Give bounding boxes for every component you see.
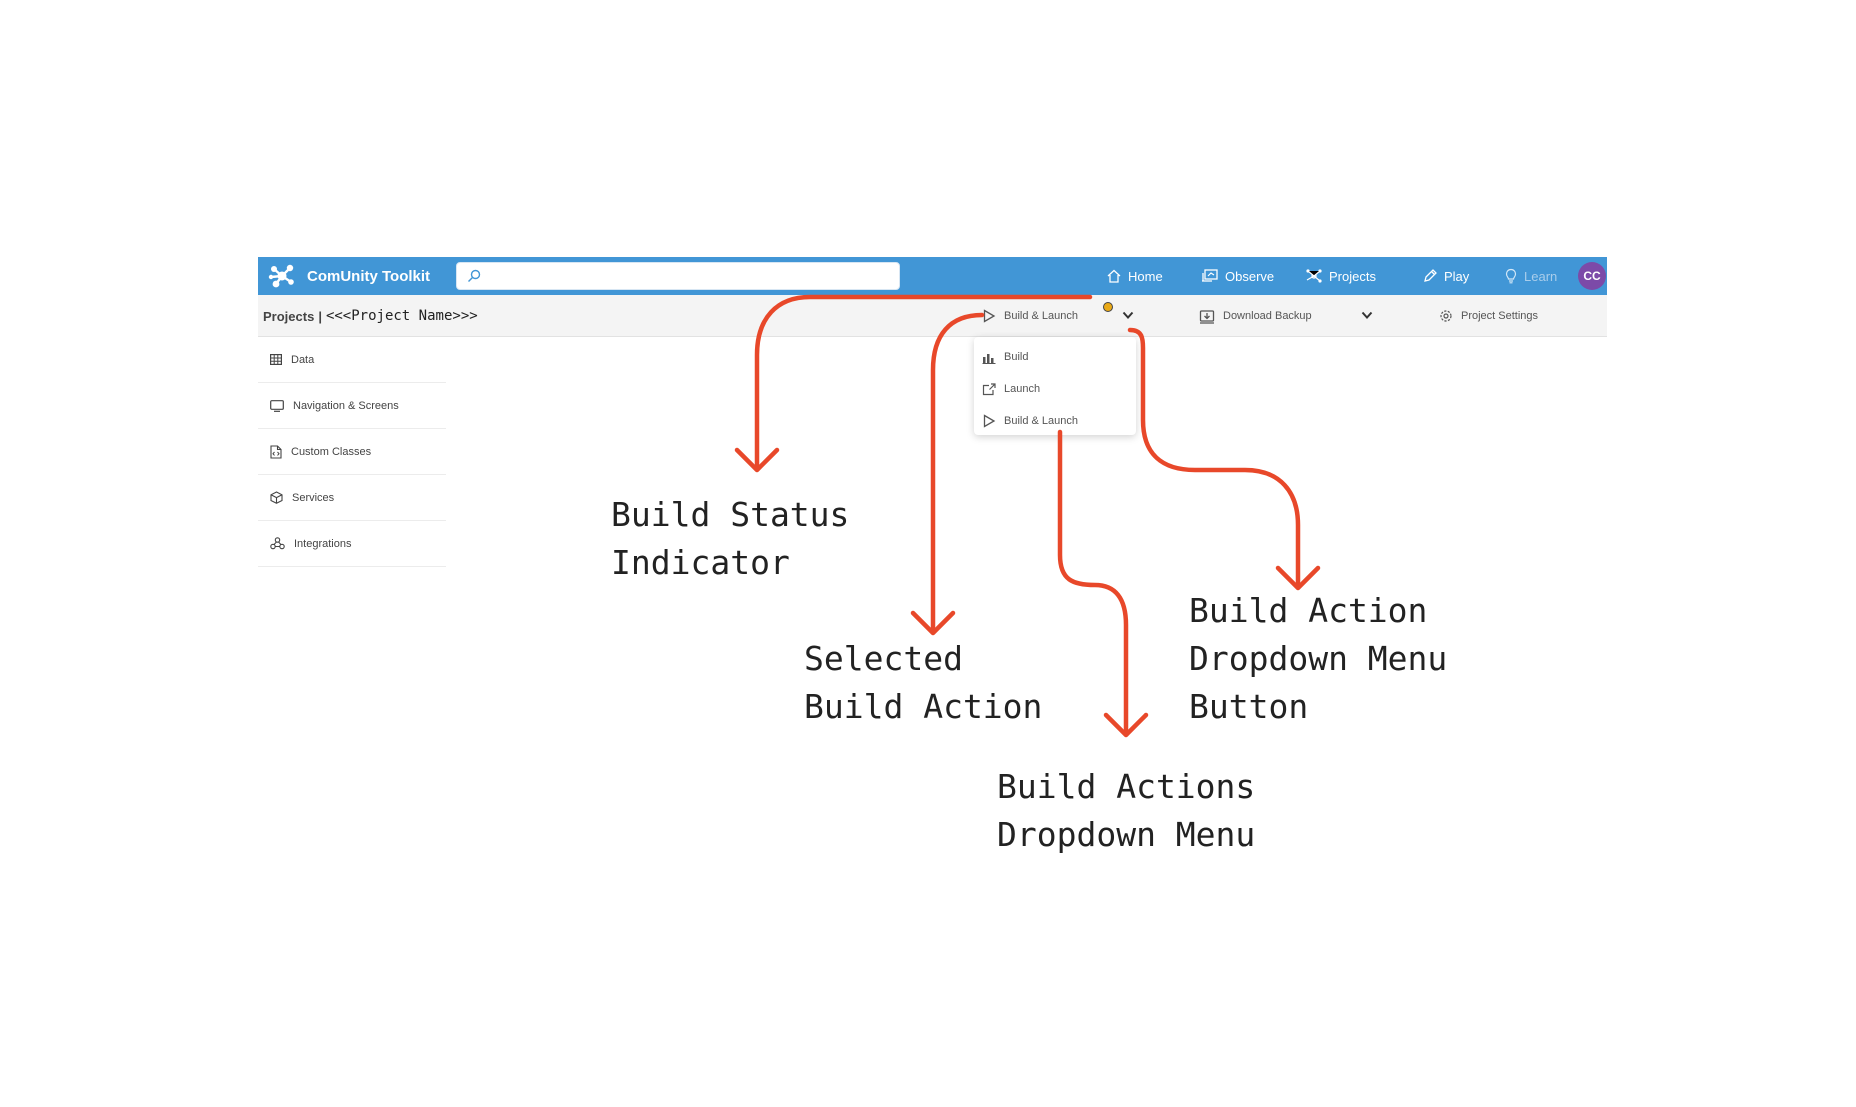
nav-observe[interactable]: Observe bbox=[1201, 257, 1274, 295]
sidebar-item-navigation-screens[interactable]: Navigation & Screens bbox=[258, 383, 446, 429]
sidebar-item-label: Data bbox=[291, 353, 315, 366]
project-settings-button[interactable]: Project Settings bbox=[1439, 295, 1538, 337]
nav-observe-label: Observe bbox=[1225, 268, 1275, 284]
nav-play[interactable]: Play bbox=[1422, 257, 1469, 295]
sidebar: Data Navigation & Screens Custom Classes… bbox=[258, 337, 446, 567]
annotation-build-action-dropdown-menu-button: Build Action Dropdown Menu Button bbox=[1189, 587, 1447, 731]
sidebar-item-services[interactable]: Services bbox=[258, 475, 446, 521]
menu-item-build-and-launch[interactable]: Build & Launch bbox=[974, 405, 1136, 437]
breadcrumb: Projects | <<<Project Name>>> bbox=[263, 295, 478, 337]
arrowhead-selected-build-action bbox=[910, 610, 956, 636]
search-input[interactable] bbox=[487, 265, 899, 287]
nav-home[interactable]: Home bbox=[1106, 257, 1163, 295]
breadcrumb-projects[interactable]: Projects bbox=[263, 308, 315, 324]
nav-home-label: Home bbox=[1128, 268, 1163, 284]
annotation-line: Button bbox=[1189, 687, 1309, 726]
annotation-line: Dropdown Menu bbox=[1189, 639, 1448, 678]
search-box[interactable] bbox=[456, 262, 900, 290]
annotation-line: Indicator bbox=[611, 543, 790, 582]
project-toolbar: Projects | <<<Project Name>>> Build & La… bbox=[258, 295, 1607, 337]
play-icon bbox=[983, 414, 996, 428]
app-window: ComUnity Toolkit Home Observe bbox=[258, 257, 1607, 581]
annotation-build-actions-dropdown-menu: Build Actions Dropdown Menu bbox=[997, 763, 1255, 859]
build-action-label: Build & Launch bbox=[1004, 310, 1078, 322]
annotation-line: Dropdown Menu bbox=[997, 815, 1256, 854]
lightbulb-icon bbox=[1505, 268, 1517, 284]
download-backup-button[interactable]: Download Backup bbox=[1199, 295, 1312, 337]
chevron-down-icon[interactable] bbox=[1122, 311, 1134, 320]
build-chart-icon bbox=[982, 353, 996, 364]
sidebar-item-label: Custom Classes bbox=[291, 445, 372, 458]
play-icon bbox=[983, 309, 996, 323]
integrations-icon bbox=[270, 537, 285, 550]
nav-learn[interactable]: Learn bbox=[1504, 257, 1557, 295]
launch-icon bbox=[982, 382, 996, 395]
build-status-indicator bbox=[1103, 302, 1113, 312]
cube-icon bbox=[270, 491, 283, 504]
nav-projects-label: Projects bbox=[1329, 268, 1376, 284]
comunity-logo-icon bbox=[268, 264, 294, 288]
projects-icon bbox=[1306, 269, 1322, 283]
observe-icon bbox=[1202, 269, 1218, 282]
project-name: <<<Project Name>>> bbox=[325, 308, 478, 324]
annotation-build-status-indicator: Build Status Indicator bbox=[611, 491, 849, 587]
menu-item-build-label: Build bbox=[1004, 351, 1029, 363]
annotation-line: Build Action bbox=[1189, 591, 1428, 630]
chevron-down-icon[interactable] bbox=[1361, 311, 1373, 320]
annotation-line: Selected bbox=[804, 639, 963, 678]
search-icon bbox=[468, 269, 481, 282]
brand[interactable]: ComUnity Toolkit bbox=[267, 261, 430, 291]
annotation-line: Build Status bbox=[611, 495, 850, 534]
annotation-line: Build Action bbox=[804, 687, 1043, 726]
download-icon bbox=[1199, 309, 1215, 324]
nav-play-label: Play bbox=[1444, 268, 1470, 284]
top-bar: ComUnity Toolkit Home Observe bbox=[258, 257, 1607, 295]
sidebar-item-custom-classes[interactable]: Custom Classes bbox=[258, 429, 446, 475]
nav-learn-label: Learn bbox=[1524, 268, 1558, 284]
nav-projects[interactable]: Projects bbox=[1305, 257, 1376, 295]
sidebar-item-label: Navigation & Screens bbox=[293, 399, 399, 412]
gear-icon bbox=[1440, 310, 1452, 322]
build-actions-dropdown: Build Launch Build & Launch bbox=[974, 337, 1136, 435]
sidebar-item-data[interactable]: Data bbox=[258, 337, 446, 383]
app-name: ComUnity Toolkit bbox=[307, 267, 431, 285]
project-settings-label: Project Settings bbox=[1461, 310, 1539, 322]
build-action-button[interactable]: Build & Launch bbox=[982, 295, 1078, 337]
breadcrumb-separator: | bbox=[318, 308, 322, 324]
annotation-selected-build-action: Selected Build Action bbox=[804, 635, 1042, 731]
user-avatar[interactable]: CC bbox=[1578, 262, 1606, 290]
arrowhead-build-actions-dropdown-menu bbox=[1103, 712, 1149, 738]
play-pen-icon bbox=[1424, 269, 1437, 282]
table-icon bbox=[270, 354, 282, 365]
sidebar-item-label: Integrations bbox=[294, 537, 352, 550]
menu-item-launch-label: Launch bbox=[1004, 383, 1041, 395]
menu-item-build-and-launch-label: Build & Launch bbox=[1004, 415, 1078, 427]
download-backup-label: Download Backup bbox=[1223, 310, 1312, 322]
menu-item-launch[interactable]: Launch bbox=[974, 373, 1136, 405]
sidebar-item-label: Services bbox=[292, 491, 335, 504]
home-icon bbox=[1107, 269, 1121, 283]
code-file-icon bbox=[270, 444, 282, 459]
annotation-line: Build Actions bbox=[997, 767, 1256, 806]
sidebar-item-integrations[interactable]: Integrations bbox=[258, 521, 446, 567]
menu-item-build[interactable]: Build bbox=[974, 341, 1136, 373]
screen-icon bbox=[270, 399, 284, 412]
